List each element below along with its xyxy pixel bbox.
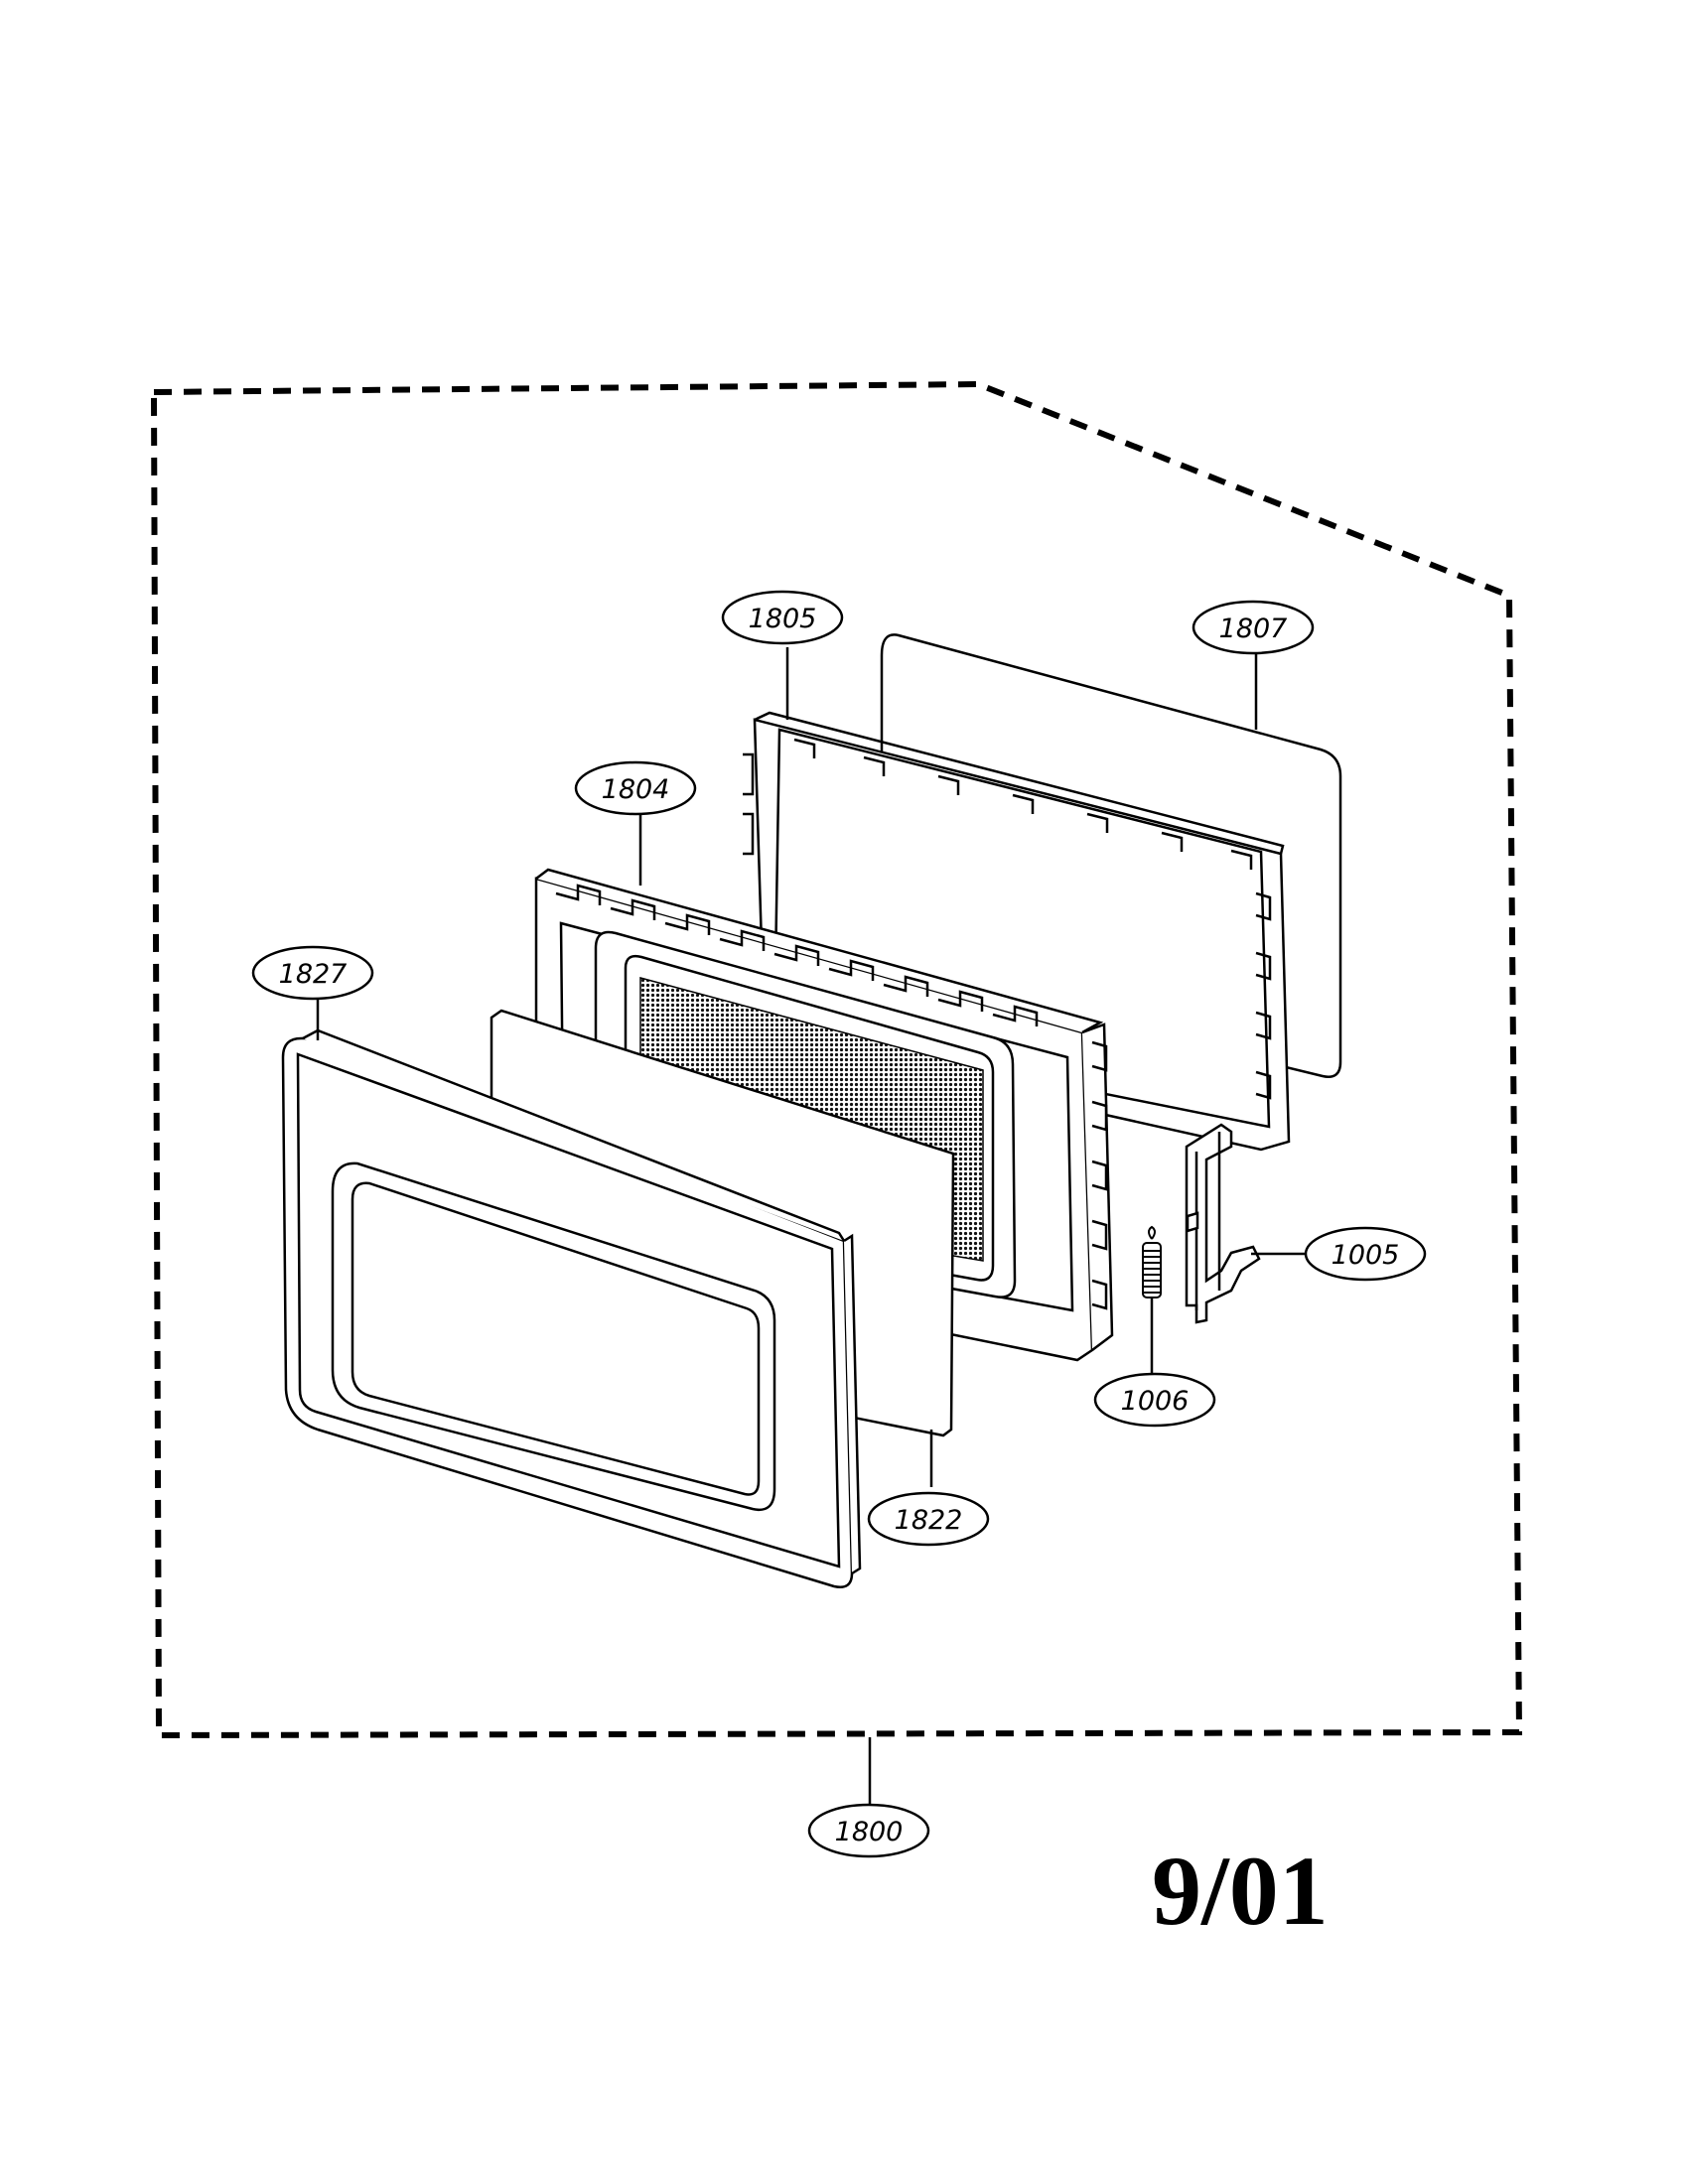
svg-text:1807: 1807 <box>1219 614 1288 644</box>
callout-1800: 1800 <box>807 1803 930 1858</box>
latch-spring <box>1142 1225 1162 1298</box>
assembly-boundary <box>150 380 1523 1739</box>
callout-1006: 1006 <box>1093 1372 1216 1428</box>
svg-text:1006: 1006 <box>1121 1386 1190 1417</box>
svg-text:1822: 1822 <box>895 1505 963 1536</box>
latch-lever <box>1185 1123 1261 1324</box>
callout-1805: 1805 <box>721 590 844 645</box>
door-front <box>281 1028 862 1588</box>
callout-1804: 1804 <box>574 760 697 816</box>
svg-text:1805: 1805 <box>749 604 817 634</box>
leader-lines <box>316 647 1309 1805</box>
svg-text:1827: 1827 <box>279 959 348 990</box>
callout-1822: 1822 <box>867 1491 990 1547</box>
date-stamp: 9/01 <box>1152 1836 1329 1946</box>
callout-1005: 1005 <box>1304 1226 1427 1282</box>
svg-text:1800: 1800 <box>835 1817 904 1847</box>
svg-text:1804: 1804 <box>602 774 670 805</box>
svg-text:1005: 1005 <box>1332 1240 1400 1271</box>
callout-1827: 1827 <box>251 945 374 1001</box>
callout-1807: 1807 <box>1192 600 1315 655</box>
